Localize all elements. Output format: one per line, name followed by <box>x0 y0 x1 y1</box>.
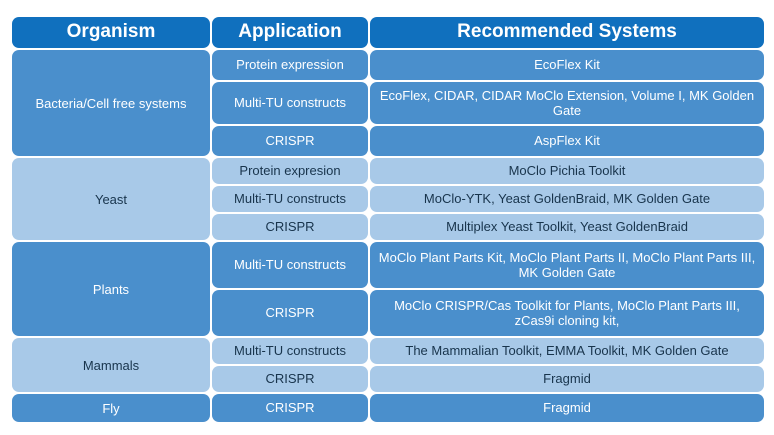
table-row: Multi-TU constructs MoClo Plant Parts Ki… <box>212 242 764 290</box>
table-header-row: Organism Application Recommended Systems <box>12 17 764 50</box>
organism-label-mammals: Mammals <box>12 338 210 392</box>
table-row: CRISPR Fragmid <box>212 366 764 394</box>
systems-cell: MoClo Pichia Toolkit <box>370 158 764 184</box>
table-row: Protein expresion MoClo Pichia Toolkit <box>212 158 764 186</box>
column-header-recommended-systems: Recommended Systems <box>370 17 764 48</box>
application-cell: Protein expression <box>212 50 368 80</box>
group-rows-bacteria: Protein expression EcoFlex Kit Multi-TU … <box>212 50 764 158</box>
table-row: Multi-TU constructs EcoFlex, CIDAR, CIDA… <box>212 82 764 126</box>
recommended-systems-table: Organism Application Recommended Systems… <box>12 17 764 424</box>
group-rows-yeast: Protein expresion MoClo Pichia Toolkit M… <box>212 158 764 242</box>
application-cell: Protein expresion <box>212 158 368 184</box>
column-header-application: Application <box>212 17 368 48</box>
organism-label-bacteria: Bacteria/Cell free systems <box>12 50 210 156</box>
application-cell: Multi-TU constructs <box>212 242 368 288</box>
table-row: Multi-TU constructs MoClo-YTK, Yeast Gol… <box>212 186 764 214</box>
table-row: Protein expression EcoFlex Kit <box>212 50 764 82</box>
organism-group-fly: Fly CRISPR Fragmid <box>12 394 764 424</box>
application-cell: CRISPR <box>212 290 368 336</box>
organism-label-plants: Plants <box>12 242 210 336</box>
group-rows-mammals: Multi-TU constructs The Mammalian Toolki… <box>212 338 764 394</box>
systems-cell: MoClo-YTK, Yeast GoldenBraid, MK Golden … <box>370 186 764 212</box>
application-cell: CRISPR <box>212 366 368 392</box>
organism-group-yeast: Yeast Protein expresion MoClo Pichia Too… <box>12 158 764 242</box>
application-cell: CRISPR <box>212 394 368 422</box>
table-row: CRISPR Fragmid <box>212 394 764 424</box>
organism-label-yeast: Yeast <box>12 158 210 240</box>
application-cell: Multi-TU constructs <box>212 186 368 212</box>
column-header-organism: Organism <box>12 17 210 48</box>
organism-label-fly: Fly <box>12 394 210 422</box>
systems-cell: MoClo CRISPR/Cas Toolkit for Plants, MoC… <box>370 290 764 336</box>
group-rows-fly: CRISPR Fragmid <box>212 394 764 424</box>
group-rows-plants: Multi-TU constructs MoClo Plant Parts Ki… <box>212 242 764 338</box>
table-row: CRISPR AspFlex Kit <box>212 126 764 158</box>
systems-cell: EcoFlex, CIDAR, CIDAR MoClo Extension, V… <box>370 82 764 124</box>
systems-cell: EcoFlex Kit <box>370 50 764 80</box>
systems-cell: Multiplex Yeast Toolkit, Yeast GoldenBra… <box>370 214 764 240</box>
application-cell: Multi-TU constructs <box>212 338 368 364</box>
systems-cell: Fragmid <box>370 394 764 422</box>
systems-cell: Fragmid <box>370 366 764 392</box>
organism-group-bacteria: Bacteria/Cell free systems Protein expre… <box>12 50 764 158</box>
organism-group-mammals: Mammals Multi-TU constructs The Mammalia… <box>12 338 764 394</box>
table-row: CRISPR MoClo CRISPR/Cas Toolkit for Plan… <box>212 290 764 338</box>
application-cell: CRISPR <box>212 214 368 240</box>
application-cell: Multi-TU constructs <box>212 82 368 124</box>
systems-cell: MoClo Plant Parts Kit, MoClo Plant Parts… <box>370 242 764 288</box>
application-cell: CRISPR <box>212 126 368 156</box>
table-row: Multi-TU constructs The Mammalian Toolki… <box>212 338 764 366</box>
organism-group-plants: Plants Multi-TU constructs MoClo Plant P… <box>12 242 764 338</box>
table-row: CRISPR Multiplex Yeast Toolkit, Yeast Go… <box>212 214 764 242</box>
systems-cell: The Mammalian Toolkit, EMMA Toolkit, MK … <box>370 338 764 364</box>
systems-cell: AspFlex Kit <box>370 126 764 156</box>
